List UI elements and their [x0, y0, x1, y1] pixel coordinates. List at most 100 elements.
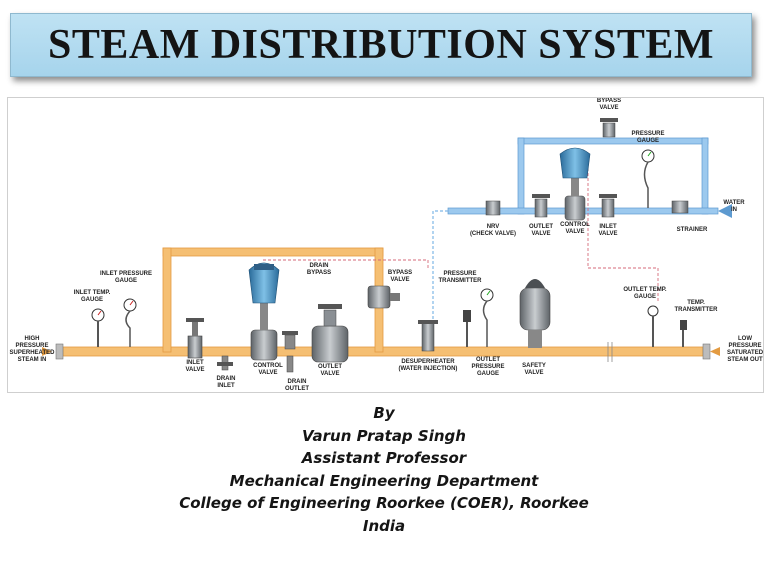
author-credits: By Varun Pratap Singh Assistant Professo… — [0, 402, 768, 537]
nrv-valve — [485, 200, 501, 216]
label-line: VALVE — [531, 231, 550, 237]
label-inlet-temp-gauge: INLET TEMP.GAUGE — [74, 290, 111, 303]
label-line: GAUGE — [81, 297, 103, 303]
label-line: GAUGE — [115, 278, 137, 284]
inlet-pressure-gauge-icon — [123, 298, 137, 347]
water-outlet-valve — [532, 194, 550, 218]
top-pressure-gauge-icon — [641, 149, 655, 208]
label-temp-transmitter: TEMP.TRANSMITTER — [675, 300, 719, 313]
outlet-pressure-gauge-icon — [480, 288, 494, 347]
strainer — [671, 200, 689, 214]
label-line: INLET — [186, 360, 204, 366]
label-line: VALVE — [524, 370, 543, 376]
temp-transmitter-icon — [680, 320, 687, 347]
label-line: NRV — [487, 224, 500, 230]
label-line: CONTROL — [253, 363, 283, 369]
water-in-arrow-icon — [718, 204, 732, 218]
label-line: VALVE — [185, 367, 204, 373]
bypass-riser-left — [162, 247, 172, 353]
title-banner: STEAM DISTRIBUTION SYSTEM — [10, 13, 752, 77]
label-line: SAFETY — [522, 363, 546, 369]
drain-inlet-valve — [217, 355, 233, 371]
credit-college: College of Engineering Roorkee (COER), R… — [179, 494, 589, 512]
label-line: OUTLET — [285, 386, 309, 392]
outlet-temp-gauge-icon — [647, 305, 659, 347]
label-line: (WATER INJECTION) — [399, 366, 458, 372]
label-line: PRESSURE — [728, 343, 761, 349]
label-strainer: STRAINER — [677, 227, 708, 233]
water-inlet-valve — [599, 194, 617, 218]
label-line: VALVE — [599, 105, 618, 111]
label-line: PRESSURE — [15, 343, 48, 349]
water-bypass-riser-right — [701, 137, 709, 215]
label-line: PRESSURE — [631, 131, 664, 137]
outlet-flange — [702, 343, 711, 360]
label-line: DRAIN — [310, 263, 329, 269]
label-line: PRESSURE — [471, 364, 504, 370]
bypass-valve — [367, 285, 400, 309]
label-line: VALVE — [390, 277, 409, 283]
inlet-temp-gauge-icon — [91, 308, 105, 347]
credit-role: Assistant Professor — [301, 449, 467, 467]
label-desuperheater: DESUPERHEATER(WATER INJECTION) — [399, 359, 458, 372]
label-line: TEMP. — [687, 300, 705, 306]
label-line: OUTLET — [476, 357, 500, 363]
label-line: TRANSMITTER — [439, 278, 483, 284]
label-line: DRAIN — [217, 376, 236, 382]
label-line: BYPASS — [388, 270, 412, 276]
label-line: PRESSURE — [443, 271, 476, 277]
label-line: STRAINER — [677, 227, 708, 233]
credit-name: Varun Pratap Singh — [302, 426, 466, 445]
desuperheater — [418, 320, 438, 352]
label-line: GAUGE — [477, 371, 499, 377]
steam-in-arrow-icon — [42, 347, 52, 356]
injection-line — [432, 210, 448, 348]
label-line: SUPERHEATED — [10, 350, 56, 356]
inlet-valve — [186, 318, 204, 359]
label-line: VALVE — [598, 231, 617, 237]
slide-title: STEAM DISTRIBUTION SYSTEM — [47, 22, 714, 68]
bypass-steam-line — [162, 247, 384, 257]
pressure-transmitter-icon — [463, 310, 471, 347]
label-nrv: NRV(CHECK VALVE) — [470, 224, 516, 237]
label-line: IN — [731, 207, 737, 213]
steam-out-arrow-icon — [710, 347, 720, 356]
label-line: LOW — [738, 336, 752, 342]
main-outlet-valve — [311, 304, 349, 363]
safety-valve — [519, 279, 551, 348]
label-line: STEAM IN — [18, 357, 47, 363]
inlet-flange — [55, 343, 64, 360]
credit-department: Mechanical Engineering Department — [229, 471, 539, 490]
drain-outlet-valve — [286, 355, 294, 373]
water-control-valve — [559, 147, 591, 221]
label-line: INLET — [599, 224, 617, 230]
label-line: VALVE — [320, 371, 339, 377]
label-line: DRAIN — [288, 379, 307, 385]
piping-schematic: BYPASSVALVEPRESSUREGAUGEWATERINNRV(CHECK… — [10, 98, 764, 392]
label-line: OUTLET — [318, 364, 342, 370]
label-line: VALVE — [258, 370, 277, 376]
main-control-valve — [248, 262, 280, 361]
label-line: OUTLET — [529, 224, 553, 230]
label-line: STEAM OUT — [727, 357, 763, 363]
label-line: DESUPERHEATER — [401, 359, 455, 365]
label-line: WATER — [723, 200, 745, 206]
credit-by: By — [373, 404, 395, 422]
label-line: VALVE — [565, 229, 584, 235]
